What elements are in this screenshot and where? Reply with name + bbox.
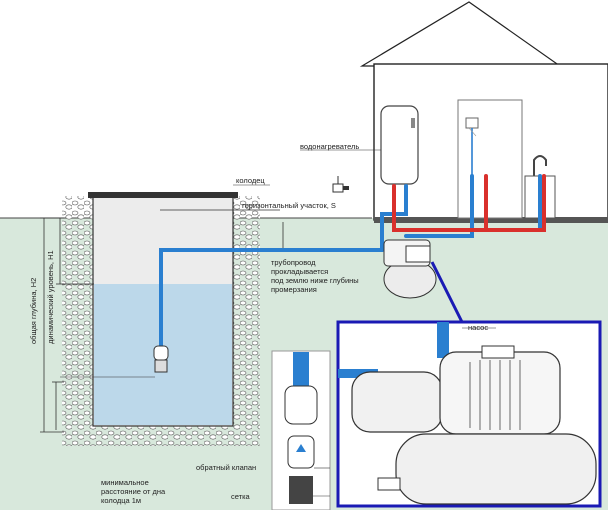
check-valve-assembly — [271, 350, 331, 510]
horizontal-section-label: горизонтальный участок, S — [242, 201, 336, 210]
min-distance-label-2: расстояние от дна — [101, 487, 166, 496]
pump-icon — [383, 239, 437, 299]
check-valve-label: обратный клапан — [196, 463, 257, 472]
shower-icon — [465, 117, 479, 176]
pipeline-label-1: трубопровод — [271, 258, 316, 267]
well-label: колодец — [236, 176, 265, 185]
hot-water-pipe — [392, 174, 546, 232]
well-shaft — [62, 192, 260, 446]
depth-dimensions — [40, 209, 284, 433]
min-distance-label-3: колодца 1м — [101, 496, 142, 505]
pump-callout — [336, 320, 602, 508]
intake-valve-icon — [153, 345, 169, 373]
pipeline-label-4: промерзания — [271, 285, 317, 294]
pipeline-label-3: под землю ниже глубины — [271, 276, 359, 285]
garden-tap-icon — [332, 176, 349, 193]
mesh-filter-icon — [289, 476, 313, 504]
water-heater-label: водонагреватель — [300, 142, 360, 151]
min-distance-label-1: минимальное — [101, 478, 149, 487]
pipeline-label-2: прокладывается — [271, 267, 329, 276]
mesh-label: сетка — [231, 492, 250, 501]
total-depth-label: общая глубина, H2 — [29, 277, 38, 344]
pump-label: насос — [468, 323, 489, 332]
water-heater-icon — [380, 105, 419, 185]
dynamic-level-label: динамический уровень, H1 — [46, 250, 55, 344]
